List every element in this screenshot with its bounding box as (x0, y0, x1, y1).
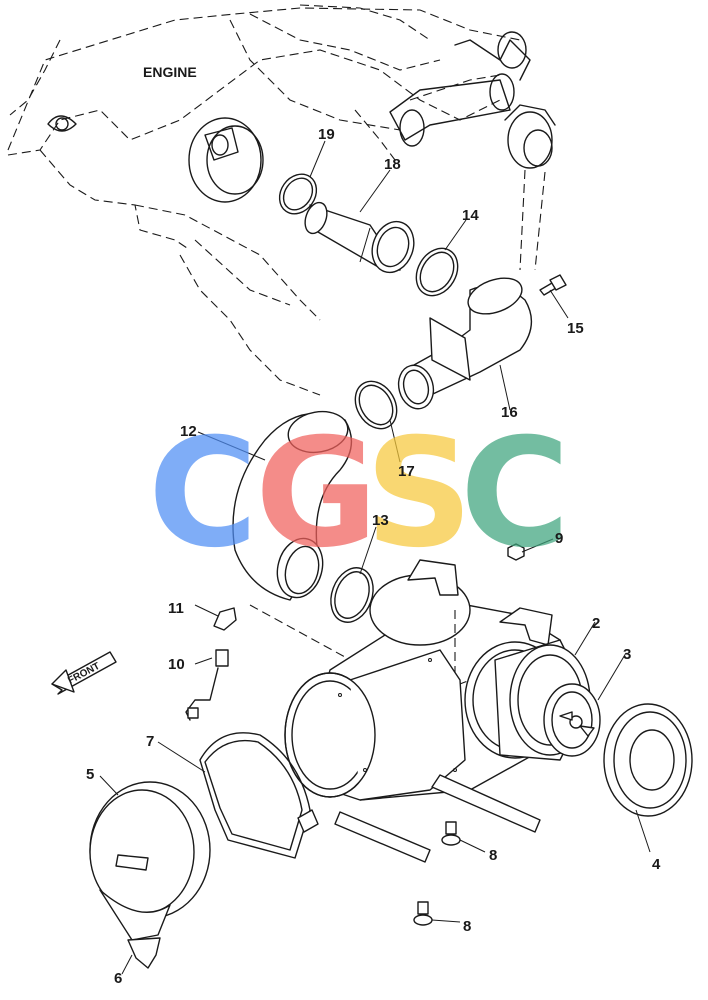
part-9-nut (507, 543, 525, 561)
part-15-elbow (397, 277, 533, 410)
part-8-bolt-upper (441, 821, 461, 846)
part-label-5: 5 (86, 766, 94, 783)
part-labels: 19 18 14 15 16 12 17 13 9 2 3 11 10 7 5 … (86, 126, 661, 987)
front-arrow: FRONT (51, 651, 117, 695)
part-label-17: 18 (384, 156, 401, 173)
leader-lines (99, 140, 651, 975)
watermark-letter-g: G (255, 407, 378, 581)
part-label-2: 2 (592, 615, 600, 632)
part-14-clamp (415, 247, 459, 297)
part-label-4: 4 (652, 856, 661, 873)
part-18-clamp (354, 380, 398, 430)
part-16-bolt (539, 274, 567, 296)
part-label-3: 3 (623, 646, 631, 663)
watermark-letter-c1: C (148, 407, 258, 581)
part-label-18: 17 (398, 463, 415, 480)
part-17-hose (304, 201, 415, 274)
part-label-8-lower: 8 (463, 918, 471, 935)
part-6-valve (127, 937, 161, 969)
watermark-letter-c2: C (460, 407, 570, 581)
part-label-8-upper: 8 (489, 847, 497, 864)
watermark-letter-s: S (365, 407, 473, 581)
part-11-fitting (213, 607, 237, 631)
part-label-6: 6 (114, 970, 122, 987)
part-label-12: 12 (180, 423, 197, 440)
part-label-9: 9 (555, 530, 563, 547)
part-12-hose (232, 410, 353, 601)
part-label-14: 14 (462, 207, 479, 224)
engine-outline (7, 4, 556, 396)
part-7-band (199, 732, 319, 859)
part-label-16: 15 (567, 320, 584, 337)
part-label-19: 19 (318, 126, 335, 143)
part-5-front-cover (89, 781, 211, 941)
watermark: C G S C (148, 407, 570, 581)
engine-label: ENGINE (143, 64, 197, 80)
part-label-11: 11 (168, 600, 184, 617)
part-label-7: 7 (146, 733, 154, 750)
part-label-10: 10 (168, 656, 185, 673)
part-label-13: 13 (372, 512, 389, 529)
front-label: FRONT (66, 661, 102, 687)
part-4-cover (603, 703, 693, 817)
part-10-indicator (185, 649, 229, 721)
part-8-bolt-lower (413, 901, 433, 926)
part-label-15: 16 (501, 404, 518, 421)
part-3-inner-element (543, 683, 601, 757)
